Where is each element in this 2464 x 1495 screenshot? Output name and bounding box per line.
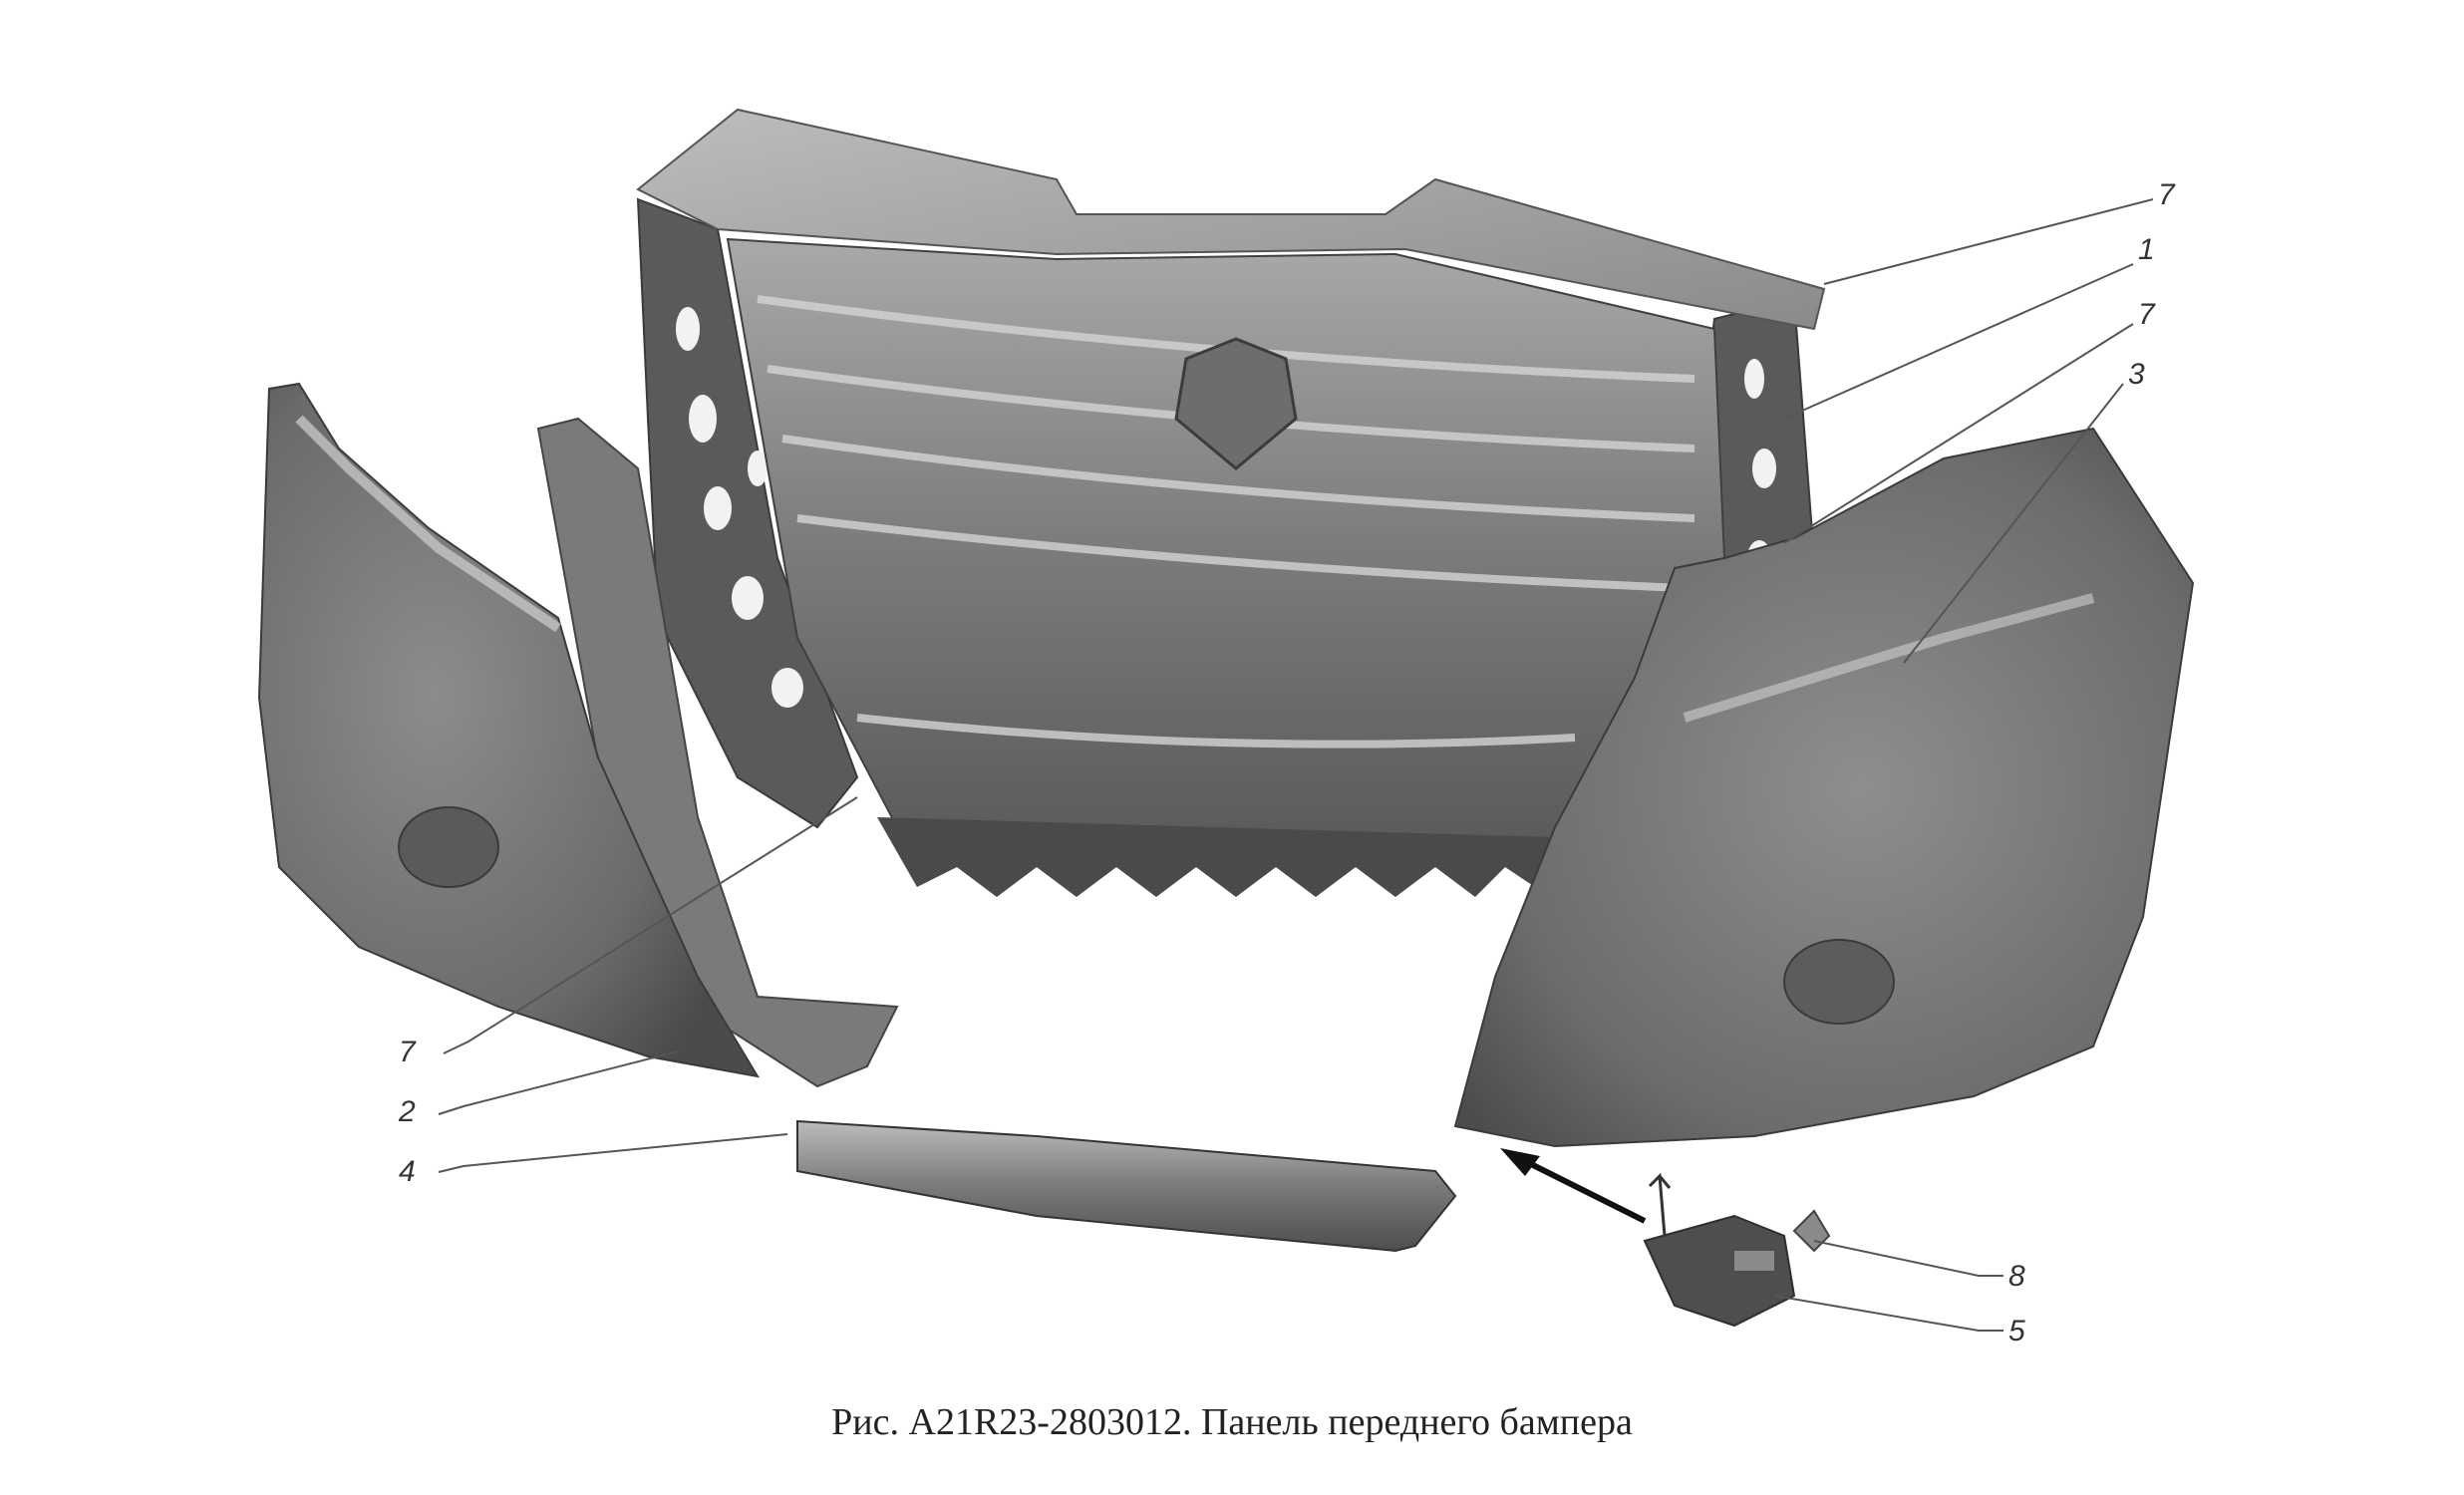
grille-bottom-teeth — [877, 817, 1555, 897]
right-bumper-corner — [1453, 427, 2195, 1148]
callout-4: 4 — [399, 1155, 416, 1188]
callout-2: 2 — [398, 1095, 416, 1128]
assembly-arrow — [1513, 1153, 1647, 1224]
leader-8 — [1813, 1240, 2003, 1277]
leader-7-top — [1823, 198, 2154, 285]
callout-7-top: 7 — [2158, 178, 2176, 211]
leader-4 — [438, 1133, 788, 1173]
center-lower-bar — [796, 1119, 1457, 1253]
leader-3 — [1903, 383, 2124, 664]
callout-7-left: 7 — [399, 1036, 417, 1068]
grille-emblem — [1174, 337, 1298, 470]
lattice-holes — [676, 307, 1776, 708]
leader-7-mid — [1783, 323, 2134, 544]
tow-hook-cap — [1643, 1214, 1796, 1328]
callout-5: 5 — [2008, 1315, 2025, 1347]
assembly-arrow-head — [1500, 1148, 1540, 1176]
grille-left-lattice — [636, 197, 859, 829]
leader-2 — [438, 1050, 679, 1115]
right-fog-lamp-recess — [1783, 939, 1895, 1025]
grille-top-plate — [636, 108, 1826, 331]
leader-7-left — [443, 796, 858, 1054]
install-arrow — [1648, 1172, 1672, 1237]
callout-8: 8 — [2008, 1260, 2025, 1293]
callout-1: 1 — [2138, 233, 2155, 266]
leader-lines — [438, 198, 2154, 1332]
callout-labels: 7 1 7 3 7 2 4 8 5 — [398, 178, 2176, 1347]
callout-7-mid: 7 — [2138, 298, 2156, 331]
grille-face — [726, 237, 1726, 849]
left-bumper-corner — [257, 382, 760, 1078]
tow-cap-clip — [1792, 1209, 1831, 1253]
leader-5 — [1773, 1295, 2003, 1332]
leader-1 — [1783, 263, 2134, 420]
callout-3: 3 — [2128, 358, 2145, 391]
figure-caption: Рис. A21R23-2803012. Панель переднего ба… — [831, 1401, 1633, 1443]
left-fog-lamp-recess — [398, 806, 499, 888]
grille-assembly — [636, 108, 1826, 897]
